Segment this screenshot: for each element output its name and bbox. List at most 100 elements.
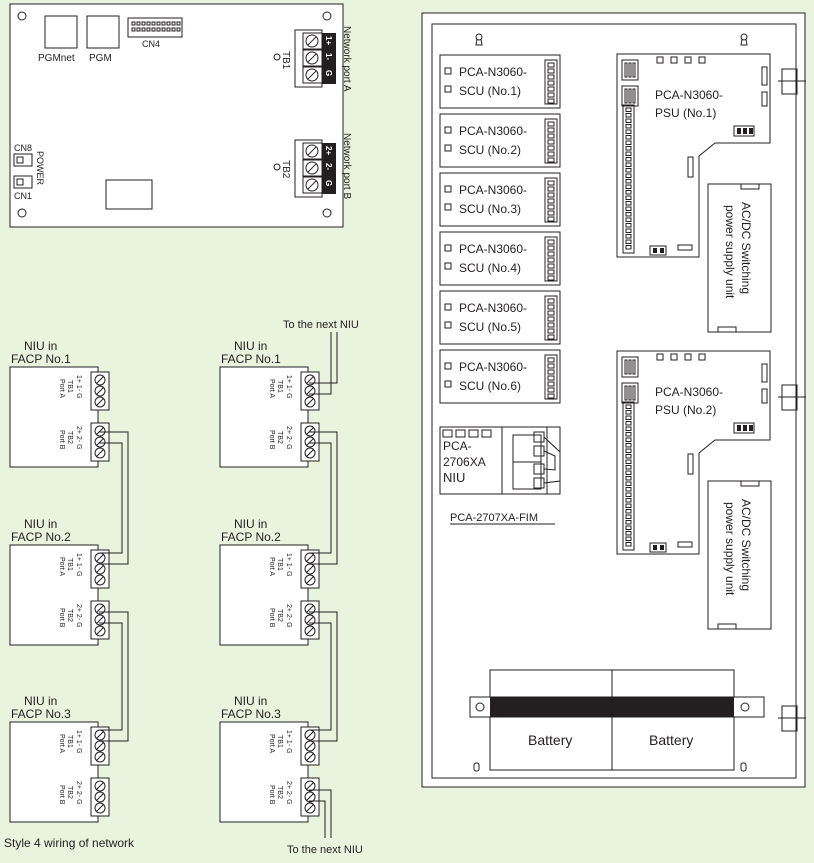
tb2-label: TB2 — [66, 431, 73, 444]
niu-board-outline — [9, 3, 344, 228]
port-a-label: Port A — [268, 557, 275, 576]
cn8-label: CN8 — [14, 143, 32, 153]
facp-box — [9, 366, 99, 468]
terminal-cell — [302, 66, 323, 84]
scu-connector — [544, 118, 558, 164]
terminal-screw-icon — [304, 385, 316, 397]
scu-cards: PCA-N3060-SCU (No.1)PCA-N3060-SCU (No.2)… — [439, 54, 561, 404]
niu-in-label: NIU in — [24, 339, 57, 353]
terminal-screw-icon — [305, 68, 319, 82]
facp-label: FACP No.3 — [221, 707, 281, 721]
psu-connector — [733, 125, 755, 137]
mount-hole-icon — [322, 208, 332, 218]
scu-line1: PCA-N3060- — [459, 65, 527, 79]
terminal-pins-label: 1+ 1- G — [75, 730, 82, 754]
wire — [99, 431, 129, 565]
terminal-cell — [302, 176, 323, 194]
niu-card-outline — [439, 426, 561, 495]
scu-card-outline — [439, 231, 561, 286]
niu-in-label: NIU in — [234, 694, 267, 708]
terminal-cell — [302, 49, 323, 67]
keyhole-icon — [475, 33, 483, 46]
niu-line2: 2706XA — [443, 455, 486, 469]
tb1-label: TB1 — [276, 558, 283, 571]
scu-connector — [544, 236, 558, 282]
cabinet-inner — [431, 23, 797, 779]
niu-in-label: NIU in — [24, 694, 57, 708]
tb1-label: TB1 — [66, 558, 73, 571]
terminal-screw-icon — [94, 791, 106, 803]
niu-card: PCA- 2706XA NIU PCA-2707XA-FIM — [439, 426, 561, 525]
port-b-label: Port B — [58, 608, 65, 628]
terminal-screw-icon — [94, 385, 106, 397]
niu-in-label: NIU in — [234, 517, 267, 531]
port-a-label: Port A — [58, 379, 65, 398]
facp-box — [219, 721, 309, 823]
fim-label: PCA-2707XA-FIM — [450, 512, 538, 524]
cn4-pin — [156, 27, 161, 32]
scu-card: PCA-N3060-SCU (No.2) — [439, 113, 561, 168]
terminal-screw-icon — [94, 374, 106, 386]
cn4-pin — [171, 27, 176, 32]
wire — [309, 789, 332, 838]
terminal-pin-label: 2+ — [324, 146, 333, 155]
acdc-outline — [707, 480, 772, 630]
port-b-label: Network port B — [341, 133, 352, 199]
terminal-screw-icon — [305, 144, 319, 158]
acdc-line2: power supply unit — [723, 502, 737, 596]
terminal-pin-label: G — [324, 180, 333, 186]
wire — [99, 611, 129, 742]
acdc-outline — [707, 183, 772, 333]
port-b-label: Port B — [268, 608, 275, 628]
hinge — [778, 68, 806, 95]
cn4-pin — [161, 21, 166, 26]
terminal-screw-icon — [94, 802, 106, 814]
scu-line1: PCA-N3060- — [459, 124, 527, 138]
scu-connector — [544, 59, 558, 105]
acdc-line1: AC/DC Switching — [739, 202, 753, 294]
terminal-screw-icon — [94, 603, 106, 615]
style4-wiring: To the next NIU To the next NIU Style 4 … — [4, 319, 363, 856]
terminal-pins-label: 2+ 2- G — [285, 781, 292, 805]
network-wires — [99, 332, 338, 838]
facp-box — [9, 544, 99, 646]
terminal-screw-icon — [94, 436, 106, 448]
terminal-pins-label: 2+ 2- G — [75, 781, 82, 805]
keyhole-icon — [740, 33, 748, 46]
tb2-label: TB2 — [66, 786, 73, 799]
style4-caption: Style 4 wiring of network — [4, 836, 135, 850]
scu-line1: PCA-N3060- — [459, 301, 527, 315]
wire — [99, 622, 123, 731]
cn1-connector — [13, 175, 33, 189]
scu-connector — [544, 354, 558, 400]
cn4-pins — [131, 21, 181, 32]
psu-line1: PCA-N3060- — [655, 88, 723, 102]
niu-board: PGMnet PGM CN4 CN8 CN1 POWER TB1 1+1-G N… — [9, 3, 352, 228]
facp-label: FACP No.3 — [11, 707, 71, 721]
terminal-screw-icon — [94, 574, 106, 586]
scu-line2: SCU (No.3) — [459, 202, 521, 216]
facp-label: FACP No.1 — [11, 352, 71, 366]
psu-line2: PSU (No.2) — [655, 403, 716, 417]
terminal-screw-icon — [304, 396, 316, 408]
wire — [309, 332, 332, 395]
terminal-screw-icon — [304, 791, 316, 803]
cn8-connector — [13, 153, 33, 167]
scu-line2: SCU (No.4) — [459, 261, 521, 275]
scu-card: PCA-N3060-SCU (No.3) — [439, 172, 561, 227]
fim-connector — [501, 426, 548, 495]
facp-box — [219, 544, 309, 646]
cn4-pin — [176, 21, 181, 26]
tb2-label: TB2 — [66, 609, 73, 622]
terminal-screw-icon — [304, 603, 316, 615]
battery-right — [611, 716, 735, 771]
terminal-screw-icon — [305, 51, 319, 65]
acdc-line2: power supply unit — [723, 205, 737, 299]
